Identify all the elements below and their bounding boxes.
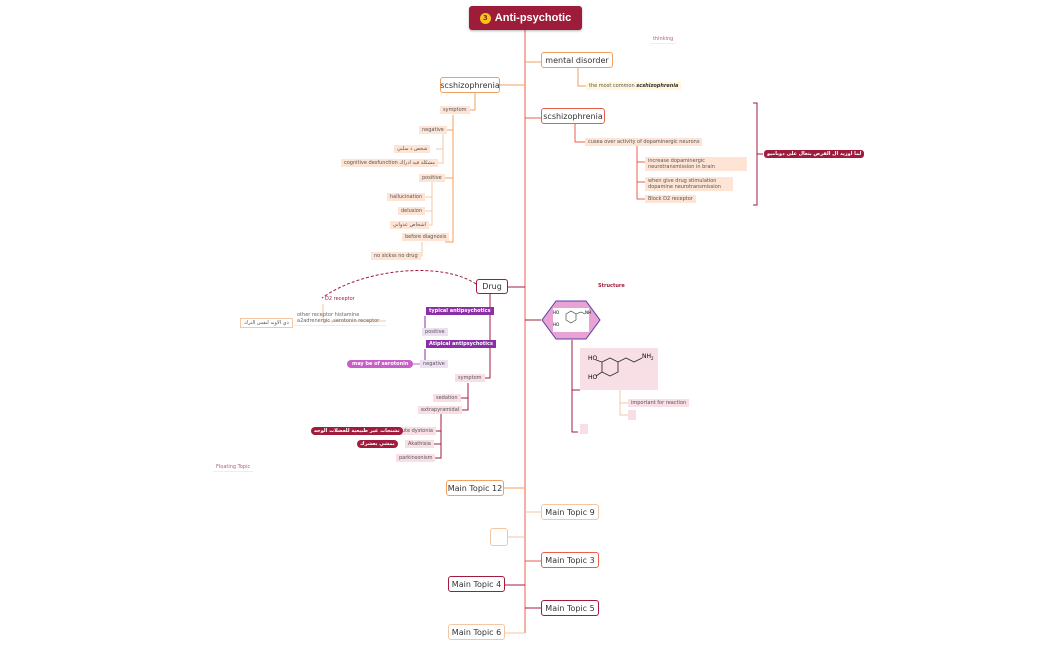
- dopamine-structure-image[interactable]: HO HO NH2: [580, 348, 658, 390]
- mol-sub2: 2: [651, 356, 654, 362]
- atypical-antipsychotics-node[interactable]: Atipical antipsychotics: [426, 340, 496, 348]
- mental-note-emph: scshizophrenia: [636, 83, 679, 89]
- mental-note[interactable]: the most common scshizophrenia: [586, 82, 682, 90]
- atypical-negative-node[interactable]: negative: [420, 360, 448, 368]
- increase-node[interactable]: increase dopaminergic neurotransmission …: [645, 157, 747, 171]
- typical-positive-node[interactable]: positive: [422, 328, 448, 336]
- arabic-negative-node[interactable]: شخص ذ سلبي: [394, 145, 431, 153]
- hallucination-node[interactable]: hallucination: [387, 193, 426, 201]
- arabic-receptor-node[interactable]: ذي الاويه لنفس الترك: [240, 318, 293, 328]
- number-badge-icon: 3: [479, 12, 491, 24]
- sedation-node[interactable]: sedation: [433, 394, 461, 402]
- parkinsonism-node[interactable]: parkinsonism: [396, 454, 436, 462]
- structure-hexagon-node[interactable]: HO HO NH: [541, 300, 601, 340]
- akathisia-node[interactable]: Akathisia: [405, 440, 434, 448]
- typical-antipsychotics-node[interactable]: typical antipsychotics: [426, 307, 494, 315]
- empty-pink-node-2[interactable]: [580, 424, 588, 434]
- delusion-node[interactable]: delusion: [398, 207, 426, 215]
- acute-dystonia-node[interactable]: acute dystonia: [393, 427, 436, 435]
- scs-left-topic[interactable]: scshizophrenia: [440, 77, 500, 93]
- floating-structure[interactable]: Structure: [598, 283, 625, 289]
- arabic-dystonia-node[interactable]: تشنجات غير طبيعية للعضلات الوجه: [311, 427, 403, 435]
- arabic-positive-node[interactable]: اشخاص عدواني: [390, 221, 429, 229]
- important-reaction-node[interactable]: important for reaction: [628, 399, 690, 407]
- mol-nh: NH: [642, 353, 651, 360]
- hexagon-shape: [541, 300, 601, 340]
- other-receptor-node[interactable]: other receptor histamine a2adrenergic ,s…: [294, 311, 386, 326]
- floating-topic[interactable]: Floating Topic: [213, 463, 254, 472]
- drug-topic[interactable]: Drug: [476, 279, 508, 294]
- drug-symptom-node[interactable]: symptom: [455, 374, 485, 382]
- main-topic-5[interactable]: Main Topic 5: [541, 600, 599, 616]
- central-topic[interactable]: 3 Anti-psychotic: [469, 6, 582, 30]
- hex-ho-1: HO: [553, 310, 560, 315]
- when-give-node[interactable]: when give drug stimulation dopamine neur…: [645, 177, 733, 191]
- cause-node[interactable]: cusea over activity of dopaminergic neur…: [585, 138, 703, 146]
- positive-left-node[interactable]: positive: [419, 174, 445, 182]
- mental-disorder-topic[interactable]: mental disorder: [541, 52, 613, 68]
- main-topic-4[interactable]: Main Topic 4: [448, 576, 505, 592]
- main-topic-6[interactable]: Main Topic 6: [448, 624, 505, 640]
- mol-nh2: NH2: [642, 353, 654, 361]
- mol-ho-1: HO: [588, 355, 598, 362]
- no-drug-node[interactable]: no sickss no drug: [371, 252, 421, 260]
- d2-receptor-node[interactable]: D2 receptor: [325, 296, 355, 302]
- arabic-akathisia-node[interactable]: يمشي بعشرك: [357, 440, 398, 448]
- floating-thinking[interactable]: thinking: [650, 35, 677, 44]
- hex-nh2: NH: [585, 310, 591, 315]
- block-d2-node[interactable]: Block D2 receptor: [645, 195, 696, 203]
- before-diagnosis-node[interactable]: before diagnosis: [402, 233, 450, 241]
- hex-ho-2: HO: [553, 322, 560, 327]
- symptom-left-node[interactable]: symptom: [440, 106, 470, 114]
- extrapyramidal-node[interactable]: extrapyramidal: [418, 406, 463, 414]
- negative-left-node[interactable]: negative: [419, 126, 447, 134]
- empty-topic[interactable]: [490, 528, 508, 546]
- dopamine-molecule-icon: [595, 357, 643, 377]
- serotonin-tag-node[interactable]: may be of serotonin: [347, 360, 414, 368]
- scs-right-topic[interactable]: scshizophrenia: [541, 108, 605, 124]
- main-topic-3[interactable]: Main Topic 3: [541, 552, 599, 568]
- arabic-summary-node[interactable]: لما اوزيد ال الفرص بتعال على دوباميو: [764, 150, 865, 158]
- empty-pink-node-1[interactable]: [628, 410, 636, 420]
- main-topic-12[interactable]: Main Topic 12: [446, 480, 504, 496]
- main-topic-9[interactable]: Main Topic 9: [541, 504, 599, 520]
- mol-ho-2: HO: [588, 374, 598, 381]
- mental-note-prefix: the most common: [589, 83, 637, 89]
- central-title: Anti-psychotic: [494, 12, 572, 24]
- cognitive-node[interactable]: cognitive desfunction مشكلة فيه ادراك: [341, 159, 438, 167]
